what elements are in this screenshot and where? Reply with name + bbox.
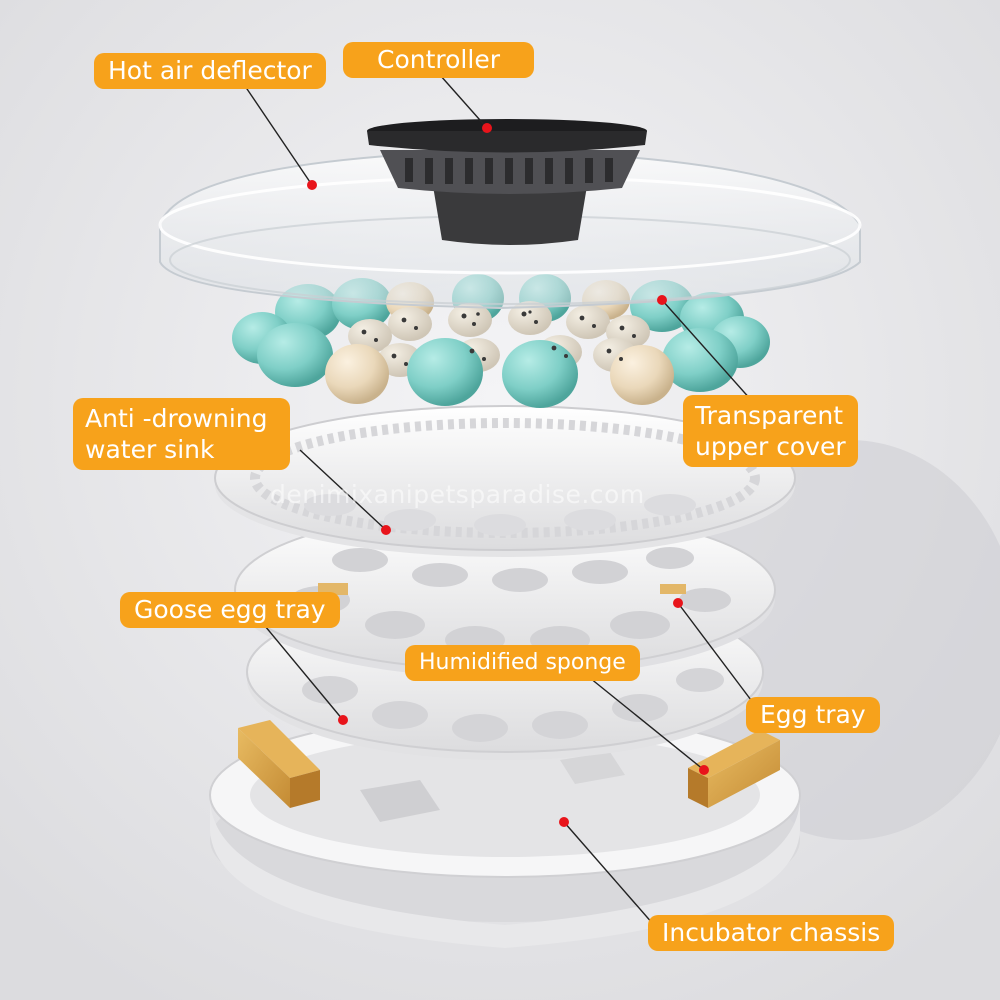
anchor-dot-egg-tray bbox=[673, 598, 683, 608]
anchor-dot-controller bbox=[482, 123, 492, 133]
anchor-dot-hot-air-deflector bbox=[307, 180, 317, 190]
humidified-sponge-left bbox=[238, 720, 320, 808]
label-anti-drowning-water-sink: Anti -drowning water sink bbox=[73, 398, 290, 470]
humidified-sponge-right bbox=[688, 730, 780, 808]
label-transparent-line2: upper cover bbox=[695, 432, 846, 461]
controller-part bbox=[367, 119, 647, 245]
watermark: denimixanipetsparadise.com bbox=[270, 480, 645, 509]
anchor-dot-humidified-sponge bbox=[699, 765, 709, 775]
label-hot-air-deflector: Hot air deflector bbox=[94, 53, 326, 89]
label-transparent-upper-cover: Transparent upper cover bbox=[683, 395, 858, 467]
label-incubator-chassis: Incubator chassis bbox=[648, 915, 895, 951]
anchor-dot-goose-egg-tray bbox=[338, 715, 348, 725]
label-goose-egg-tray: Goose egg tray bbox=[120, 592, 340, 628]
anchor-dot-transparent-cover bbox=[657, 295, 667, 305]
anchor-dot-water-sink bbox=[381, 525, 391, 535]
incubator-chassis-part bbox=[209, 712, 801, 948]
label-humidified-sponge: Humidified sponge bbox=[405, 645, 640, 681]
label-egg-tray: Egg tray bbox=[746, 697, 880, 733]
label-transparent-line1: Transparent bbox=[695, 401, 844, 430]
anchor-dot-incubator-chassis bbox=[559, 817, 569, 827]
leader-lines bbox=[244, 74, 761, 933]
anchor-dots bbox=[307, 123, 709, 827]
label-controller: Controller bbox=[343, 42, 534, 78]
anti-drowning-water-sink-part bbox=[214, 405, 796, 557]
label-anti-drowning-line2: water sink bbox=[85, 435, 215, 464]
label-anti-drowning-line1: Anti -drowning bbox=[85, 404, 268, 433]
goose-egg-tray-part bbox=[234, 509, 776, 678]
